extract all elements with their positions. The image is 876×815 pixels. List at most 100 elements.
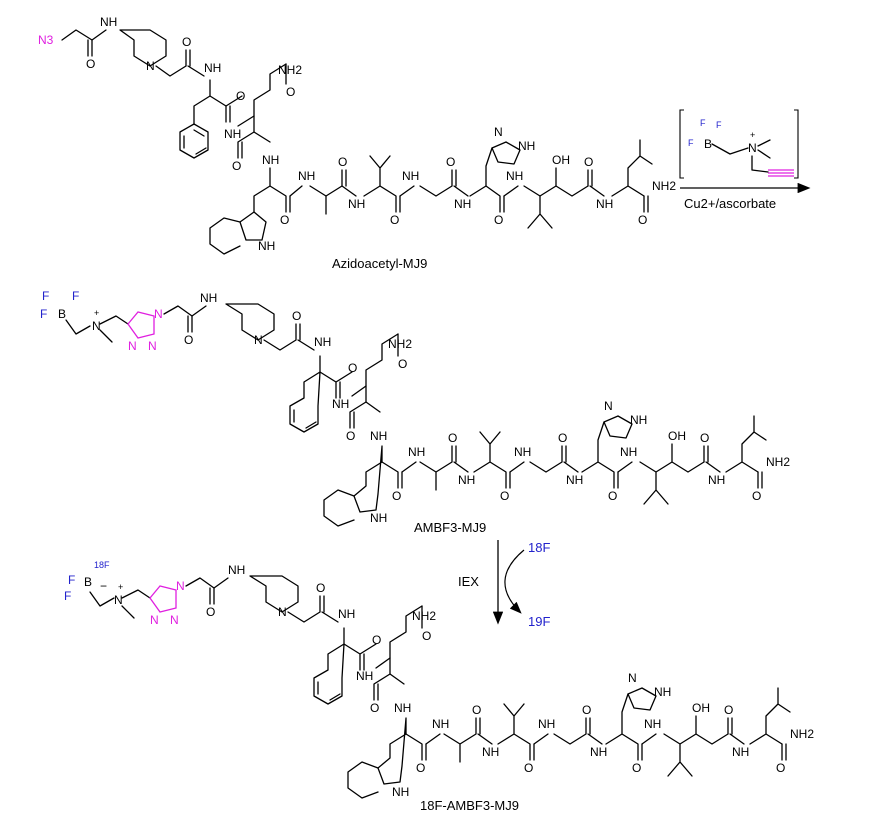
oxygen-label: O	[370, 701, 379, 715]
oxygen-label: O	[232, 159, 241, 173]
nh2-label: NH2	[388, 337, 412, 351]
nh-label: NH	[100, 15, 117, 29]
nh-label: NH	[590, 745, 607, 759]
nh-label: NH	[394, 701, 411, 715]
nh-label: NH	[200, 291, 217, 305]
nh-label: NH	[298, 169, 315, 183]
oxygen-label: O	[776, 761, 785, 775]
nh-label: NH	[408, 445, 425, 459]
oxygen-label: O	[448, 431, 457, 445]
hydroxyl-label: OH	[668, 429, 686, 443]
nh-label: NH	[654, 685, 671, 699]
triazole-n-label: N	[148, 339, 157, 353]
oxygen-label: O	[182, 35, 191, 49]
oxygen-label: O	[338, 155, 347, 169]
compound-name-azidoacetyl: Azidoacetyl-MJ9	[332, 256, 427, 271]
oxygen-label: O	[494, 213, 503, 227]
triazole-n-label: N	[154, 307, 163, 321]
fluorine-label: F	[64, 589, 71, 603]
oxygen-label: O	[558, 431, 567, 445]
oxygen-label: O	[286, 85, 295, 99]
nitrogen-label: N	[146, 59, 155, 73]
boron-label: B	[58, 307, 66, 321]
nh2-label: NH2	[412, 609, 436, 623]
oxygen-label: O	[638, 213, 647, 227]
nh-label: NH	[356, 669, 373, 683]
boron-label: B	[704, 137, 712, 151]
oxygen-label: O	[700, 431, 709, 445]
oxygen-label: O	[446, 155, 455, 169]
plus-charge: +	[750, 130, 755, 140]
oxygen-label: O	[398, 357, 407, 371]
oxygen-label: O	[346, 429, 355, 443]
nh-label: NH	[228, 563, 245, 577]
nh-label: NH	[732, 745, 749, 759]
plus-charge: +	[118, 582, 123, 592]
oxygen-label: O	[280, 213, 289, 227]
incoming-isotope: 18F	[528, 540, 550, 555]
oxygen-label: O	[724, 703, 733, 717]
hn-label: NH	[258, 239, 275, 253]
fluorine-label: F	[716, 120, 722, 130]
oxygen-label: O	[608, 489, 617, 503]
hn-label: NH	[392, 785, 409, 799]
oxygen-label: O	[422, 629, 431, 643]
nh-label: NH	[454, 197, 471, 211]
nh-label: NH	[348, 197, 365, 211]
boron-label: B	[84, 575, 92, 589]
oxygen-label: O	[316, 581, 325, 595]
structure-18f-ambf3-mj9: 18F F F B − N + N N N O NH N O NH O NH N…	[64, 560, 814, 813]
triazole-n-label: N	[128, 339, 137, 353]
oxygen-label: O	[416, 761, 425, 775]
nitrogen-label: N	[604, 399, 613, 413]
nh-label: NH	[506, 169, 523, 183]
oxygen-label: O	[184, 333, 193, 347]
nh-label: NH	[596, 197, 613, 211]
nitrogen-label: N	[254, 333, 263, 347]
nh-label: NH	[338, 607, 355, 621]
triazole-n-label: N	[176, 579, 185, 593]
hydroxyl-label: OH	[552, 153, 570, 167]
azide-label: N3	[38, 33, 54, 47]
nh-label: NH	[514, 445, 531, 459]
oxygen-label: O	[584, 155, 593, 169]
compound-name-ambf3: AMBF3-MJ9	[414, 520, 486, 535]
nitrogen-label: N	[748, 141, 757, 155]
nh-label: NH	[262, 153, 279, 167]
nh2-label: NH2	[652, 179, 676, 193]
oxygen-label: O	[524, 761, 533, 775]
nh-label: NH	[644, 717, 661, 731]
nh-label: NH	[566, 473, 583, 487]
nh-label: NH	[630, 413, 647, 427]
nh-label: NH	[482, 745, 499, 759]
nitrogen-label: N	[114, 593, 123, 607]
oxygen-label: O	[236, 89, 245, 103]
reaction-arrow-1: F F F B N + Cu2+/ascorbate	[679, 109, 811, 211]
nh-label: NH	[708, 473, 725, 487]
fluorine-label: F	[700, 118, 706, 128]
oxygen-label: O	[632, 761, 641, 775]
fluorine-label: F	[68, 573, 75, 587]
minus-charge: −	[100, 579, 107, 593]
nitrogen-label: N	[494, 125, 503, 139]
hn-label: NH	[370, 511, 387, 525]
oxygen-label: O	[292, 309, 301, 323]
structure-ambf3-mj9: F F F B N + N N N O NH N O NH O NH NH2 O…	[40, 289, 790, 535]
oxygen-label: O	[372, 633, 381, 647]
fluorine-label: F	[42, 289, 49, 303]
oxygen-label: O	[390, 213, 399, 227]
nh-label: NH	[314, 335, 331, 349]
triazole-n-label: N	[170, 613, 179, 627]
oxygen-label: O	[86, 57, 95, 71]
oxygen-label: O	[348, 361, 357, 375]
nitrogen-label: N	[92, 319, 101, 333]
fluorine-label: F	[40, 307, 47, 321]
nh2-label: NH2	[278, 63, 302, 77]
reaction2-conditions: IEX	[458, 574, 479, 589]
oxygen-label: O	[582, 703, 591, 717]
nitrogen-label: N	[278, 605, 287, 619]
nh-label: NH	[518, 139, 535, 153]
nh-label: NH	[204, 61, 221, 75]
triazole-n-label: N	[150, 613, 159, 627]
